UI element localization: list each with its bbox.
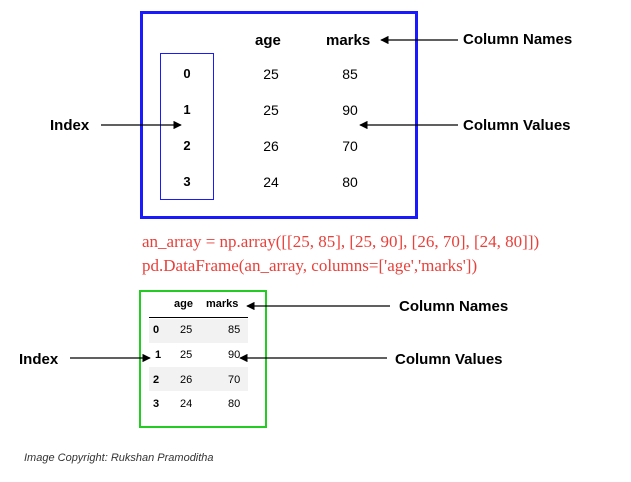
top-label-column-names: Column Names — [463, 31, 573, 48]
top-index-frame — [160, 53, 214, 200]
bottom-col-header-marks: marks — [206, 298, 239, 310]
top-cell-1-marks: 90 — [342, 102, 358, 118]
bottom-index-1: 1 — [155, 349, 162, 361]
top-col-header-marks: marks — [326, 32, 371, 49]
image-credit: Image Copyright: Rukshan Pramoditha — [24, 452, 214, 464]
bottom-cell-2-age: 26 — [180, 374, 193, 386]
top-col-header-age: age — [255, 32, 281, 49]
bottom-dataframe-frame — [139, 290, 267, 428]
bottom-cell-3-age: 24 — [180, 398, 193, 410]
bottom-index-0: 0 — [153, 324, 160, 336]
top-cell-3-age: 24 — [263, 174, 279, 190]
top-index-3: 3 — [183, 174, 191, 189]
bottom-col-header-age: age — [174, 298, 193, 310]
code-line-dataframe: pd.DataFrame(an_array, columns=['age','m… — [142, 256, 478, 275]
bottom-label-index: Index — [19, 351, 59, 368]
bottom-cell-2-marks: 70 — [228, 374, 241, 386]
bottom-label-column-values: Column Values — [395, 351, 503, 368]
top-cell-0-marks: 85 — [342, 66, 358, 82]
code-line-array: an_array = np.array([[25, 85], [25, 90],… — [142, 232, 540, 251]
bottom-cell-0-marks: 85 — [228, 324, 241, 336]
top-cell-0-age: 25 — [263, 66, 279, 82]
top-cell-2-age: 26 — [263, 138, 279, 154]
bottom-row-2 — [149, 367, 248, 391]
bottom-index-2: 2 — [153, 374, 160, 386]
top-index-1: 1 — [183, 102, 191, 117]
top-label-column-values: Column Values — [463, 117, 571, 134]
top-index-0: 0 — [183, 66, 191, 81]
top-cell-3-marks: 80 — [342, 174, 358, 190]
bottom-cell-1-age: 25 — [180, 349, 193, 361]
top-cell-2-marks: 70 — [342, 138, 358, 154]
bottom-label-column-names: Column Names — [399, 298, 509, 315]
bottom-cell-1-marks: 90 — [228, 349, 241, 361]
top-dataframe-frame — [140, 11, 418, 219]
top-index-2: 2 — [183, 138, 191, 153]
top-label-index: Index — [50, 117, 90, 134]
bottom-header-divider — [149, 317, 248, 318]
bottom-row-0 — [149, 319, 248, 343]
bottom-cell-3-marks: 80 — [228, 398, 241, 410]
bottom-cell-0-age: 25 — [180, 324, 193, 336]
bottom-index-3: 3 — [153, 398, 160, 410]
top-cell-1-age: 25 — [263, 102, 279, 118]
